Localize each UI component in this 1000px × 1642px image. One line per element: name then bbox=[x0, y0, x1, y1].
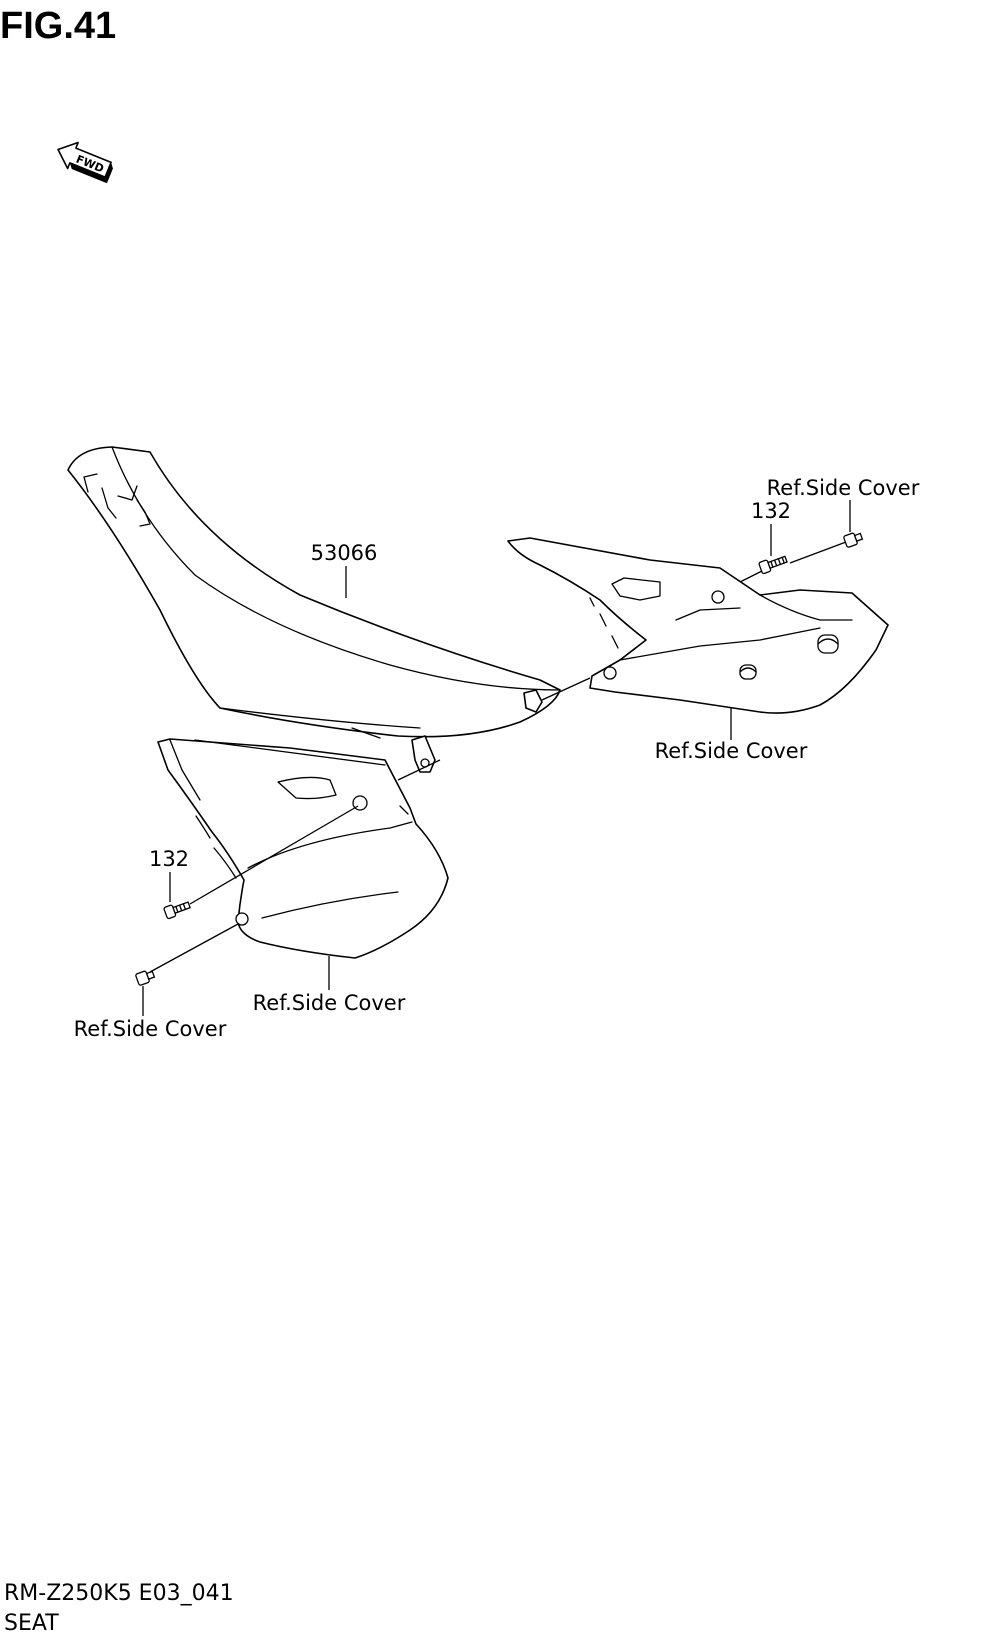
seat-body bbox=[67, 446, 561, 738]
centerline-seat-front bbox=[397, 759, 441, 781]
callout-ref-upper-right: Ref.Side Cover bbox=[767, 476, 920, 500]
centerline-lower-bolt bbox=[189, 805, 359, 905]
right-side-cover bbox=[507, 537, 889, 714]
callout-ref-right-cover: Ref.Side Cover bbox=[655, 739, 808, 763]
callout-132-lower: 132 bbox=[149, 847, 189, 871]
left-side-cover-body bbox=[157, 738, 449, 959]
figure-title: FIG.41 bbox=[0, 5, 116, 47]
right-side-cover-body bbox=[507, 537, 889, 714]
seat-bracket-rear bbox=[523, 689, 543, 713]
callout-132-upper: 132 bbox=[751, 499, 791, 523]
fwd-arrow-icon: FWD bbox=[57, 141, 113, 184]
centerline-seat-rear bbox=[541, 677, 591, 701]
ref-screw-lower-left bbox=[135, 970, 156, 986]
ref-screw-upper-right bbox=[843, 532, 864, 548]
callout-ref-left-cover: Ref.Side Cover bbox=[253, 991, 406, 1015]
bolt-132-lower bbox=[163, 901, 191, 920]
bolt-132-upper bbox=[758, 555, 788, 575]
model-code: RM-Z250K5 E03_041 bbox=[4, 1581, 234, 1606]
section-name: SEAT bbox=[4, 1611, 59, 1636]
seat-logo bbox=[83, 473, 151, 527]
callout-53066: 53066 bbox=[311, 541, 378, 565]
centerline-upper-screw bbox=[789, 541, 847, 564]
seat-assembly bbox=[67, 446, 561, 773]
callout-ref-lower-left: Ref.Side Cover bbox=[74, 1017, 227, 1041]
centerline-lower-screw bbox=[149, 923, 239, 973]
left-side-cover bbox=[157, 738, 449, 959]
centerline-upper-bolt bbox=[739, 570, 763, 583]
